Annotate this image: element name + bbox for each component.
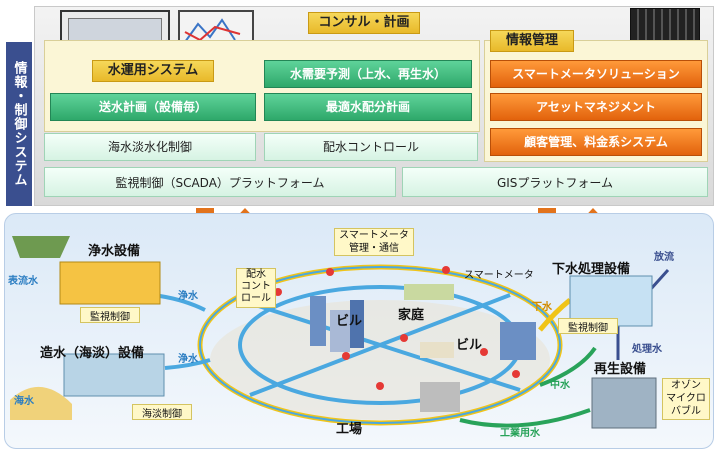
- building-label-2: ビル: [456, 338, 483, 353]
- desal-control-tag: 海淡制御: [132, 404, 192, 420]
- sewage-facility-label: 下水処理設備: [552, 262, 631, 277]
- smart-meter-mgmt-tag: スマートメータ 管理・通信: [334, 228, 414, 256]
- clean-water-label-2: 浄水: [178, 354, 198, 365]
- smart-meter-label: スマートメータ: [464, 270, 534, 281]
- optimal-distribution-button[interactable]: 最適水配分計画: [264, 93, 472, 121]
- ozone-microbubble-tag: オゾン マイクロ バブル: [662, 378, 710, 420]
- discharge-label: 放流: [654, 252, 674, 263]
- seawater-label: 海水: [14, 396, 34, 407]
- monitoring-control-tag-2: 監視制御: [558, 318, 618, 334]
- sidebar-label: 情報・制御システム: [6, 42, 32, 206]
- treated-water-label: 処理水: [632, 344, 662, 355]
- sewage-label: 下水: [532, 302, 552, 313]
- gis-platform-button[interactable]: GISプラットフォーム: [402, 167, 708, 197]
- water-demand-forecast-button[interactable]: 水需要予測（上水、再生水）: [264, 60, 472, 88]
- distribution-control-tag: 配水 コント ロール: [236, 268, 276, 308]
- consult-header: コンサル・計画: [308, 12, 420, 34]
- monitoring-control-tag: 監視制御: [80, 307, 140, 323]
- smart-meter-solution-button[interactable]: スマートメータソリューション: [490, 60, 702, 88]
- scada-platform-button[interactable]: 監視制御（SCADA）プラットフォーム: [44, 167, 396, 197]
- gray-water-label: 中水: [550, 380, 570, 391]
- distribution-control-button[interactable]: 配水コントロール: [264, 133, 478, 161]
- reclaim-facility-label: 再生設備: [594, 362, 647, 377]
- building-label-1: ビル: [336, 314, 363, 329]
- desalination-facility-label: 造水（海淡）設備: [40, 346, 145, 361]
- industrial-water-label: 工業用水: [500, 428, 540, 439]
- factory-label: 工場: [336, 422, 363, 437]
- asset-management-button[interactable]: アセットマネジメント: [490, 93, 702, 121]
- clean-water-label-1: 浄水: [178, 291, 198, 302]
- water-ops-header: 水運用システム: [92, 60, 214, 82]
- customer-billing-button[interactable]: 顧客管理、料金系システム: [490, 128, 702, 156]
- surface-water-label: 表流水: [8, 276, 38, 287]
- info-mgmt-header: 情報管理: [490, 30, 574, 52]
- transmission-plan-button[interactable]: 送水計画（設備毎）: [50, 93, 256, 121]
- purification-facility-label: 浄水設備: [88, 244, 141, 259]
- household-label: 家庭: [398, 308, 425, 323]
- desalination-control-button[interactable]: 海水淡水化制御: [44, 133, 256, 161]
